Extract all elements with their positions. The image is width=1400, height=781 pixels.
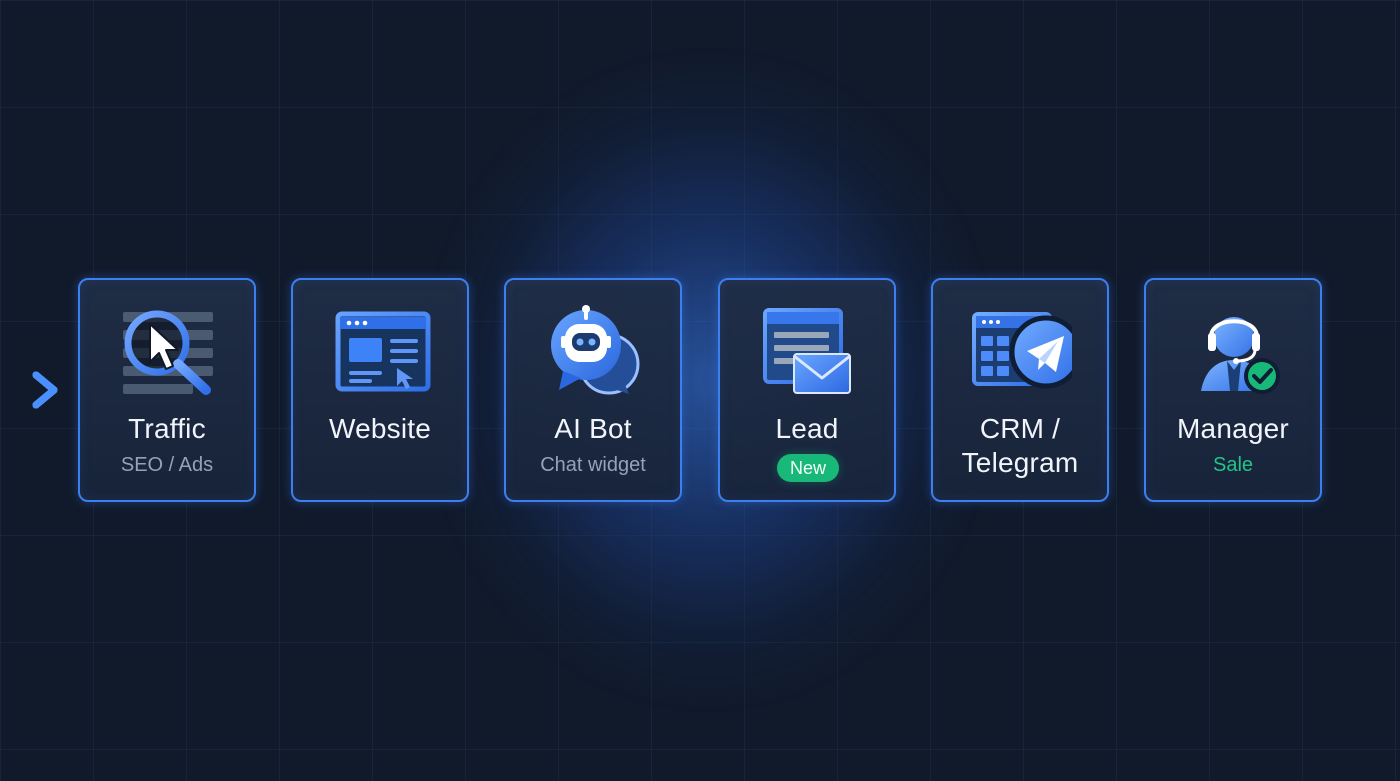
crm-telegram-icon — [972, 312, 1072, 389]
step-title-traffic: Traffic — [128, 413, 206, 444]
step-card-ai-bot: AI Bot Chat widget — [504, 278, 682, 502]
website-icon — [335, 311, 431, 392]
arrow-right-icon — [0, 371, 58, 409]
step-title-crm-telegram: CRM / Telegram — [933, 412, 1107, 480]
robot-chat-icon — [551, 305, 640, 395]
manager-check-icon — [1201, 317, 1280, 394]
step-title-manager: Manager — [1177, 413, 1289, 444]
mail-form-icon — [763, 308, 851, 394]
step-card-website: Website — [291, 278, 469, 502]
search-cursor-icon — [123, 310, 213, 395]
step-title-ai-bot: AI Bot — [554, 413, 632, 444]
step-title-website: Website — [328, 413, 432, 444]
step-subtitle-ai-bot: Chat widget — [540, 454, 646, 476]
step-card-manager: Manager Sale — [1144, 278, 1322, 502]
step-subtitle-manager: Sale — [1212, 454, 1254, 476]
step-card-lead: Lead New — [718, 278, 896, 502]
step-title-line-crm: CRM / — [979, 413, 1061, 444]
step-subtitle-traffic: SEO / Ads — [120, 454, 214, 476]
new-badge: New — [777, 454, 839, 482]
step-card-traffic: Traffic SEO / Ads — [78, 278, 256, 502]
step-title-lead: Lead — [775, 413, 839, 444]
step-card-crm-telegram: CRM / Telegram — [931, 278, 1109, 502]
step-title-line-telegram: Telegram — [961, 447, 1079, 478]
